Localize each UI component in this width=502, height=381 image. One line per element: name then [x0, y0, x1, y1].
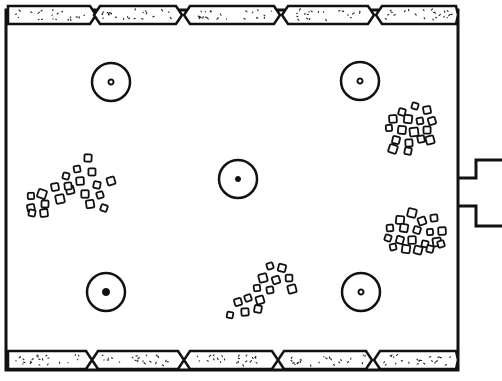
- particle: [93, 181, 101, 189]
- particle: [86, 200, 95, 209]
- particle: [234, 298, 243, 307]
- particle: [408, 236, 416, 244]
- top-wall: [8, 6, 458, 24]
- dot-marker: [87, 273, 125, 311]
- particle: [427, 229, 434, 236]
- particle: [81, 190, 88, 197]
- particle: [96, 191, 104, 199]
- particle: [287, 284, 297, 294]
- particle: [28, 209, 35, 216]
- particle: [106, 176, 115, 185]
- particle: [430, 214, 437, 221]
- bottom-wall: [8, 351, 458, 369]
- particle: [416, 117, 423, 124]
- wall-block: [8, 351, 92, 369]
- particle: [286, 275, 293, 282]
- particle: [405, 139, 412, 146]
- ring-marker: [342, 273, 380, 311]
- particle: [28, 193, 35, 200]
- particle-cluster: [386, 102, 437, 155]
- particle: [400, 224, 409, 233]
- particle: [423, 106, 431, 114]
- particle: [100, 204, 108, 212]
- particle: [428, 117, 437, 126]
- particle: [254, 305, 262, 313]
- wall-block: [94, 6, 182, 24]
- particle: [407, 208, 417, 218]
- particle: [417, 216, 426, 225]
- particle: [278, 264, 287, 273]
- particle: [404, 115, 413, 124]
- particle: [437, 240, 445, 248]
- particle: [417, 135, 425, 143]
- wall-block: [374, 351, 458, 369]
- particle: [438, 227, 446, 235]
- particle: [402, 245, 411, 254]
- particle: [255, 295, 264, 304]
- wall-block: [184, 6, 280, 24]
- particle: [271, 275, 280, 284]
- particle: [386, 125, 392, 131]
- particle: [389, 115, 397, 123]
- wall-block: [278, 351, 372, 369]
- particle: [64, 182, 72, 190]
- particle: [266, 286, 273, 293]
- particle-cluster: [384, 208, 446, 255]
- particle: [244, 294, 252, 302]
- particle: [241, 308, 249, 316]
- particle-cluster: [27, 154, 116, 217]
- particle: [37, 189, 48, 200]
- particle: [76, 177, 84, 185]
- particle: [266, 262, 274, 270]
- particle: [40, 209, 48, 217]
- particle: [41, 200, 48, 207]
- particle: [88, 168, 95, 175]
- particle: [258, 273, 268, 283]
- particle: [392, 136, 401, 145]
- particle: [426, 245, 434, 253]
- particle: [413, 226, 421, 234]
- particle: [411, 102, 419, 110]
- particle: [386, 224, 393, 231]
- ring-marker: [219, 160, 257, 198]
- particle: [384, 234, 392, 242]
- particle: [425, 135, 435, 145]
- particle: [413, 245, 422, 254]
- particle: [73, 165, 80, 172]
- particle: [51, 183, 59, 191]
- particle: [254, 285, 261, 292]
- particle: [62, 172, 70, 180]
- particle: [396, 236, 405, 245]
- wall-block: [184, 351, 278, 369]
- particle: [227, 312, 234, 319]
- particle: [409, 127, 418, 136]
- ring-marker: [341, 62, 379, 100]
- side-connector: [458, 160, 502, 226]
- particle: [423, 126, 430, 133]
- particle: [388, 144, 398, 154]
- particle: [55, 194, 65, 204]
- particle: [389, 243, 396, 250]
- ring-marker: [92, 63, 130, 101]
- particle-cluster: [227, 262, 297, 318]
- particle: [404, 147, 412, 155]
- particle: [84, 154, 91, 161]
- particle: [398, 126, 406, 134]
- wall-block: [282, 6, 374, 24]
